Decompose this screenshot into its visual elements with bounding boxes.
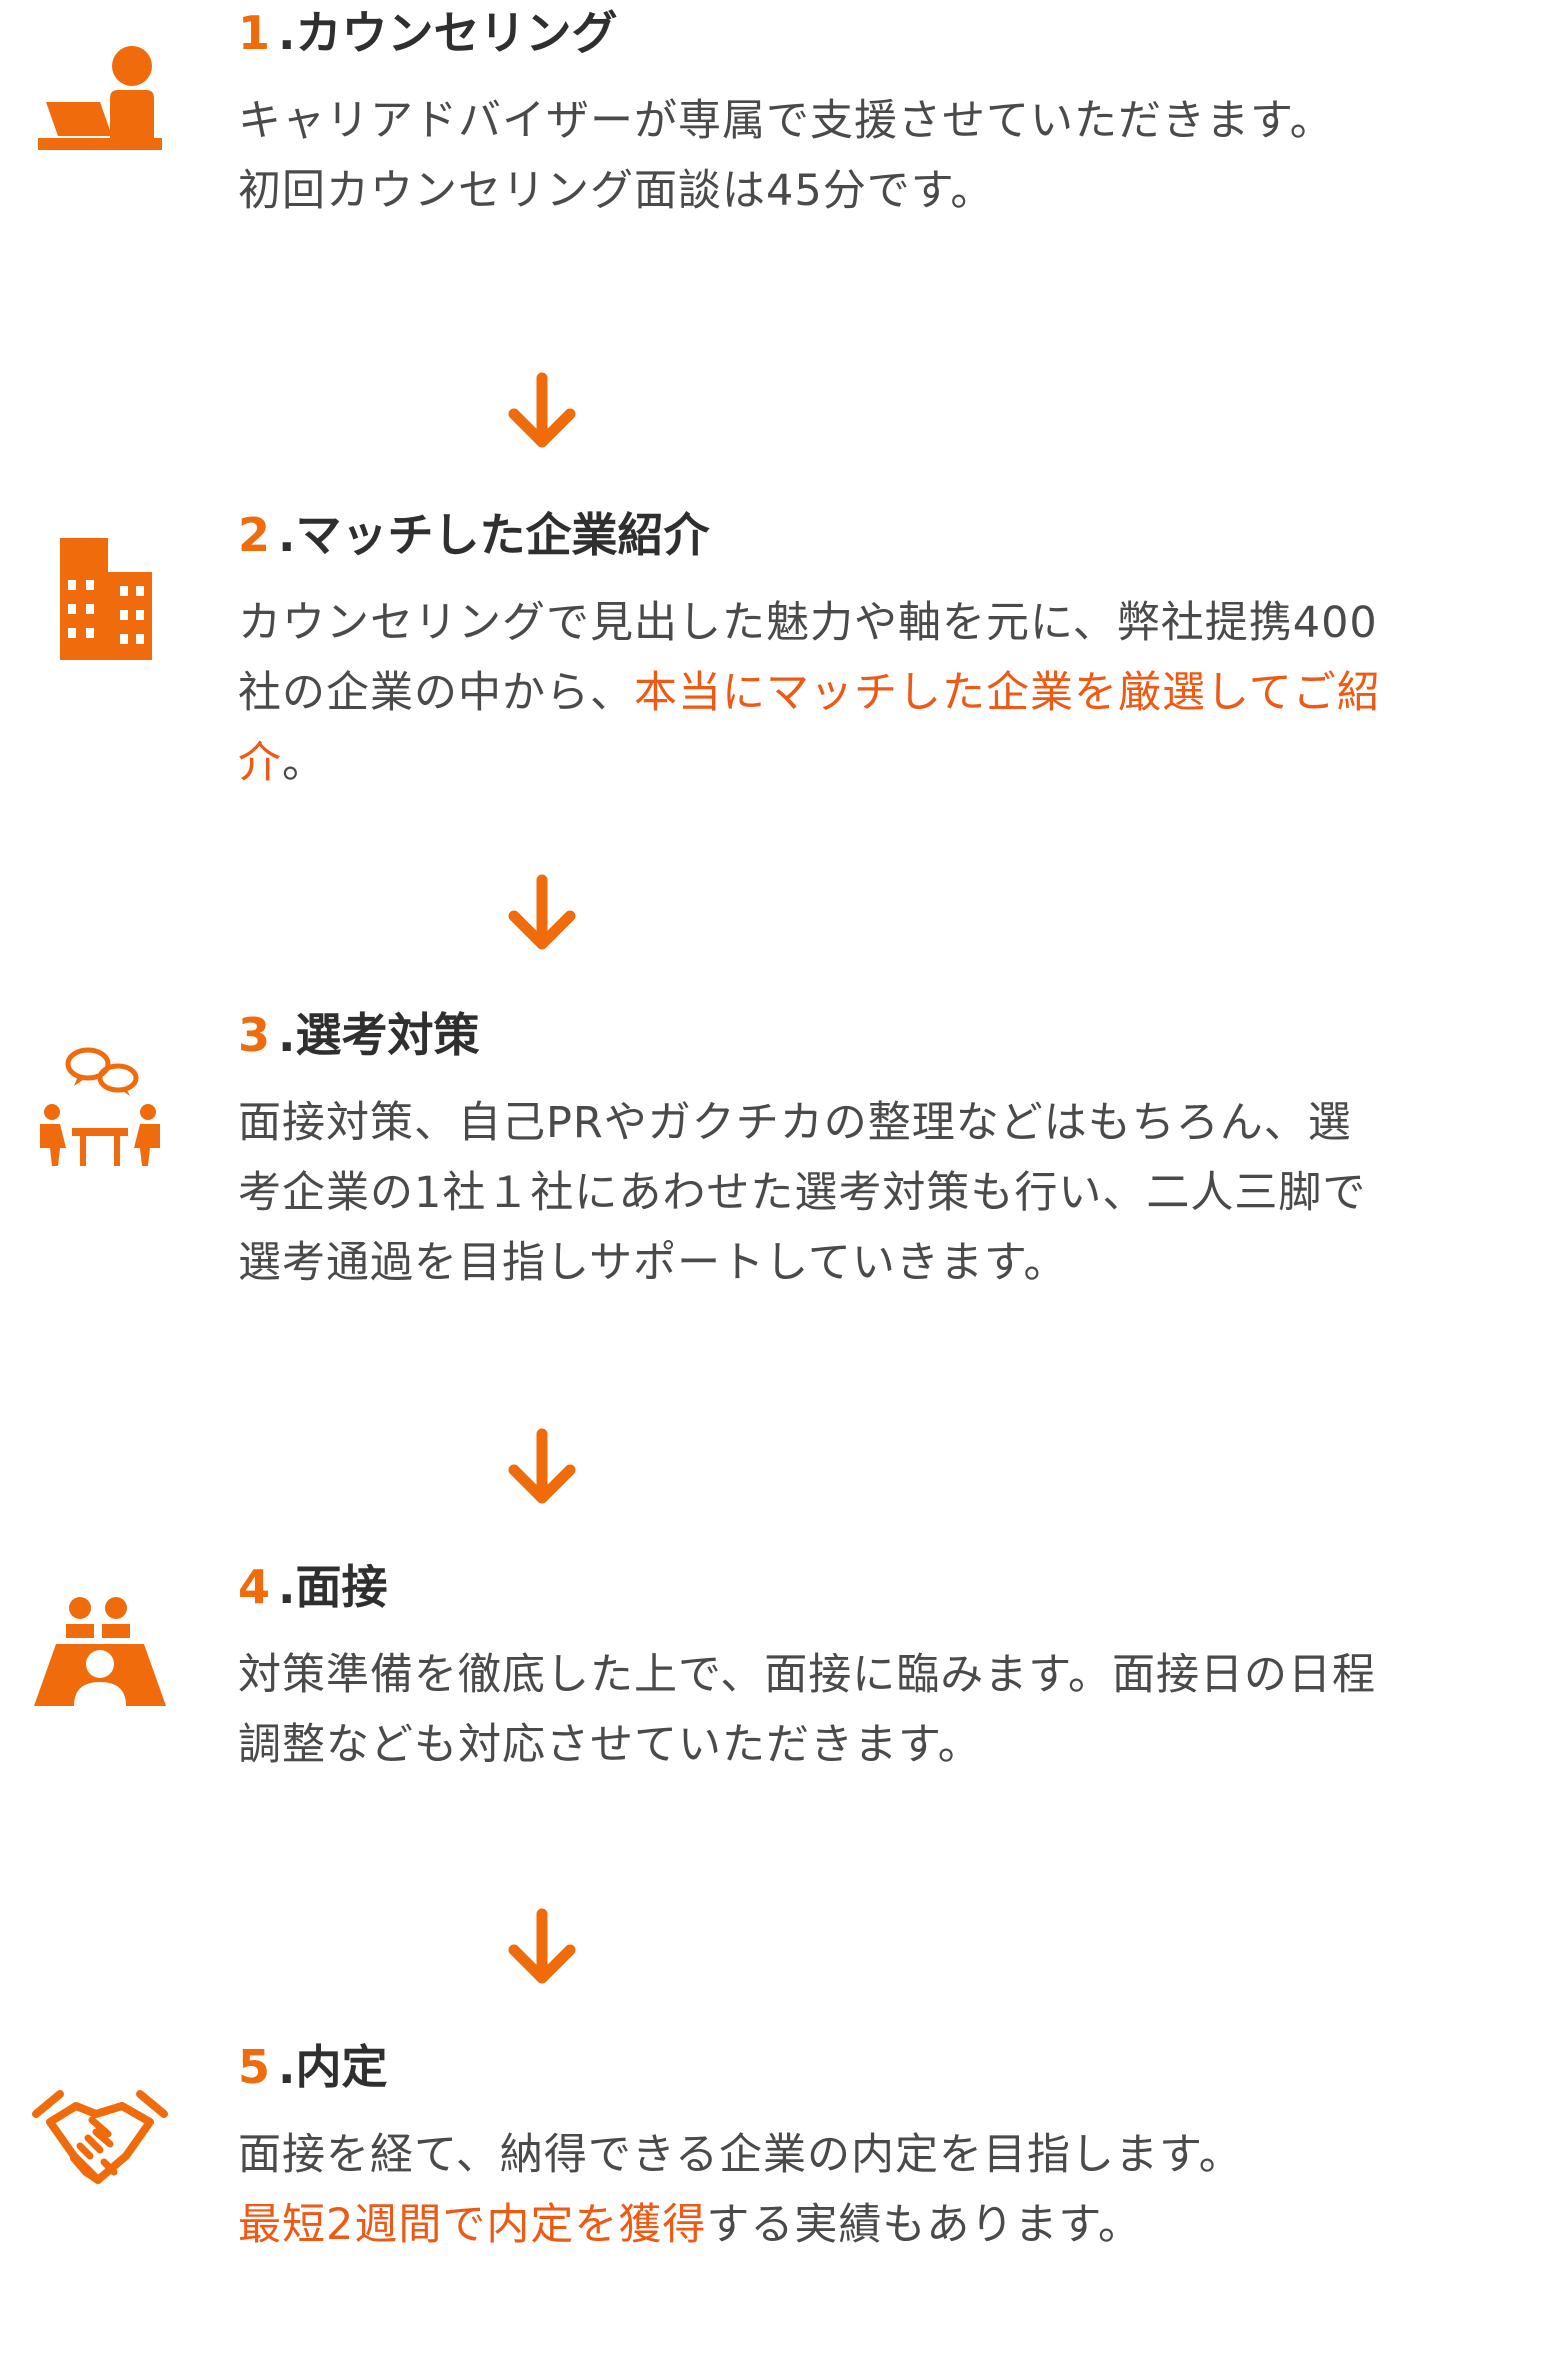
arrow-down-icon — [502, 1908, 582, 1988]
highlight-text: 最短2週間で内定を獲得 — [238, 2200, 707, 2250]
step-number: 3 — [238, 1008, 271, 1062]
step-title: 4.面接 — [238, 1556, 388, 1618]
description-line: カウンセリングで見出した魅力や軸を元に、弊社提携400 — [238, 598, 1378, 648]
description-text: 初回カウンセリング面談は45分です。 — [238, 166, 995, 216]
description-line: 選考通過を目指しサポートしていきます。 — [238, 1238, 1068, 1288]
description-text: 社の企業の中から、 — [238, 668, 634, 718]
step-description: キャリアドバイザーが専属で支援させていただきます。 初回カウンセリング面談は45… — [238, 86, 1548, 226]
step-description: 面接対策、自己PRやガクチカの整理などはもちろん、選 考企業の1社１社にあわせた… — [238, 1088, 1548, 1298]
description-line: 対策準備を徹底した上で、面接に臨みます。面接日の日程 — [238, 1650, 1376, 1700]
description-line: 初回カウンセリング面談は45分です。 — [238, 166, 994, 216]
discussion-icon — [30, 1044, 170, 1174]
step-description: 面接を経て、納得できる企業の内定を目指します。 最短2週間で内定を獲得する実績も… — [238, 2120, 1548, 2260]
arrow-down-icon — [502, 372, 582, 452]
step-title: 1.カウンセリング — [238, 2, 618, 64]
handshake-icon — [30, 2076, 170, 2206]
arrow-down-icon — [502, 874, 582, 954]
step-description: カウンセリングで見出した魅力や軸を元に、弊社提携400 社の企業の中から、本当に… — [238, 588, 1548, 798]
step-number: 4 — [238, 1560, 271, 1614]
step-title: 3.選考対策 — [238, 1004, 480, 1066]
step-title-text: .選考対策 — [278, 1008, 480, 1062]
description-line: 調整なども対応させていただきます。 — [238, 1720, 982, 1770]
description-text: キャリアドバイザーが専属で支援させていただきます。 — [238, 96, 1334, 146]
interview-icon — [30, 1590, 170, 1720]
description-line: 介。 — [238, 738, 326, 788]
highlight-text: 本当にマッチした企業を厳選してご紹 — [634, 668, 1381, 718]
description-text: 面接を経て、納得できる企業の内定を目指します。 — [238, 2130, 1243, 2180]
description-text: 調整なども対応させていただきます。 — [238, 1720, 982, 1770]
step-title-text: .マッチした企業紹介 — [278, 508, 710, 562]
arrow-down-icon — [502, 1428, 582, 1508]
step-title: 5.内定 — [238, 2036, 388, 2098]
step-title-text: .内定 — [278, 2040, 388, 2094]
description-text: 選考通過を目指しサポートしていきます。 — [238, 1238, 1068, 1288]
description-line: 面接対策、自己PRやガクチカの整理などはもちろん、選 — [238, 1098, 1352, 1148]
step-description: 対策準備を徹底した上で、面接に臨みます。面接日の日程 調整なども対応させていただ… — [238, 1640, 1548, 1780]
description-text: する実績もあります。 — [706, 2200, 1143, 2250]
description-text: 対策準備を徹底した上で、面接に臨みます。面接日の日程 — [238, 1650, 1376, 1700]
step-number: 5 — [238, 2040, 271, 2094]
step-title-text: .面接 — [278, 1560, 388, 1614]
step-number: 1 — [238, 6, 271, 60]
step-title: 2.マッチした企業紹介 — [238, 504, 710, 566]
description-text: カウンセリングで見出した魅力や軸を元に、弊社提携400 — [238, 598, 1378, 648]
building-icon — [30, 534, 170, 664]
step-title-text: .カウンセリング — [278, 6, 618, 60]
description-text: 。 — [282, 738, 326, 788]
highlight-text: 介 — [238, 738, 282, 788]
step-number: 2 — [238, 508, 271, 562]
description-line: 考企業の1社１社にあわせた選考対策も行い、二人三脚で — [238, 1168, 1366, 1218]
description-line: 面接を経て、納得できる企業の内定を目指します。 — [238, 2130, 1243, 2180]
description-line: 最短2週間で内定を獲得する実績もあります。 — [238, 2200, 1142, 2250]
counseling-desk-icon — [30, 38, 170, 168]
description-text: 面接対策、自己PRやガクチカの整理などはもちろん、選 — [238, 1098, 1352, 1148]
description-line: キャリアドバイザーが専属で支援させていただきます。 — [238, 96, 1334, 146]
description-text: 考企業の1社１社にあわせた選考対策も行い、二人三脚で — [238, 1168, 1367, 1218]
description-line: 社の企業の中から、本当にマッチした企業を厳選してご紹 — [238, 668, 1381, 718]
